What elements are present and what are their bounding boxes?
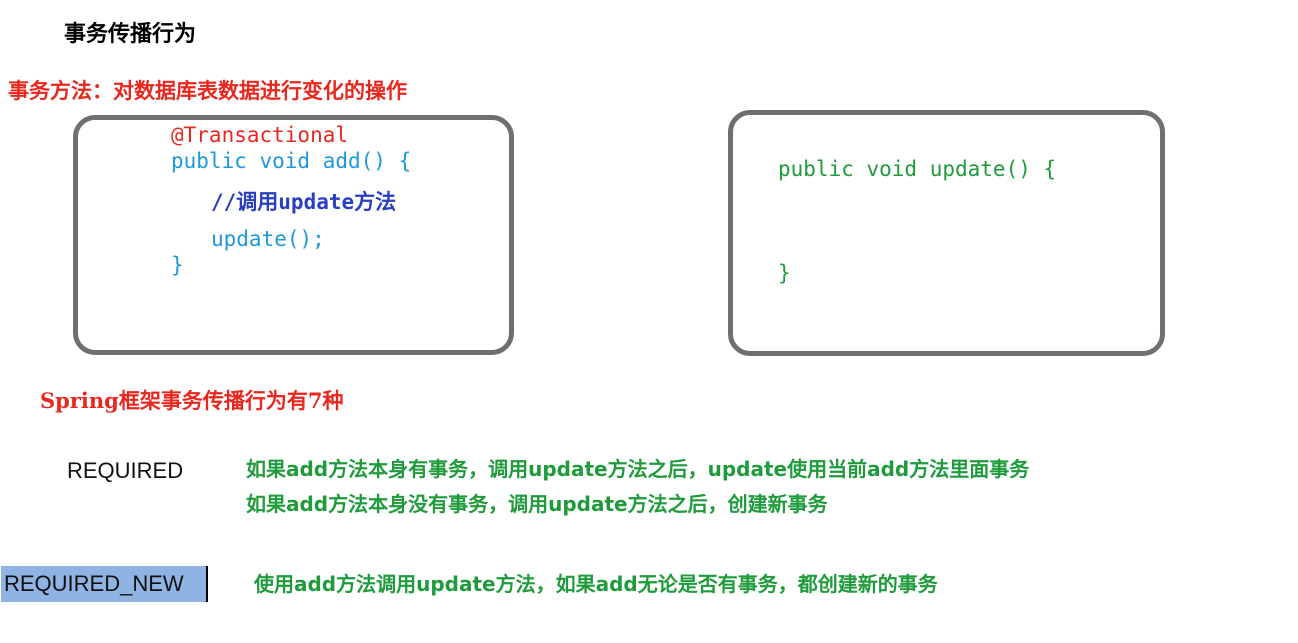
transactional-annotation: @Transactional [171, 123, 349, 147]
required-desc-line2: 如果add方法本身没有事务，调用update方法之后，创建新事务 [246, 492, 828, 516]
page-heading: 事务传播行为 [64, 22, 197, 47]
definition-text: 事务方法：对数据库表数据进行变化的操作 [8, 79, 407, 103]
add-method-comment: //调用update方法 [211, 190, 397, 214]
required-desc-line1: 如果add方法本身有事务，调用update方法之后，update使用当前add方… [246, 457, 1030, 481]
update-method-close-brace: } [778, 261, 791, 285]
required-new-highlight: REQUIRED_NEW [1, 566, 208, 602]
update-method-box [728, 110, 1165, 356]
required-new-label: REQUIRED_NEW [4, 571, 184, 596]
spring-propagation-note: Spring框架事务传播行为有7种 [40, 388, 344, 413]
add-method-close-brace: } [171, 253, 184, 277]
required-label: REQUIRED [67, 458, 184, 483]
add-method-box [73, 115, 514, 355]
required-new-desc: 使用add方法调用update方法，如果add无论是否有事务，都创建新的事务 [254, 572, 938, 596]
add-method-signature: public void add() { [171, 149, 412, 173]
update-method-signature: public void update() { [778, 157, 1057, 181]
update-call: update(); [211, 227, 325, 251]
